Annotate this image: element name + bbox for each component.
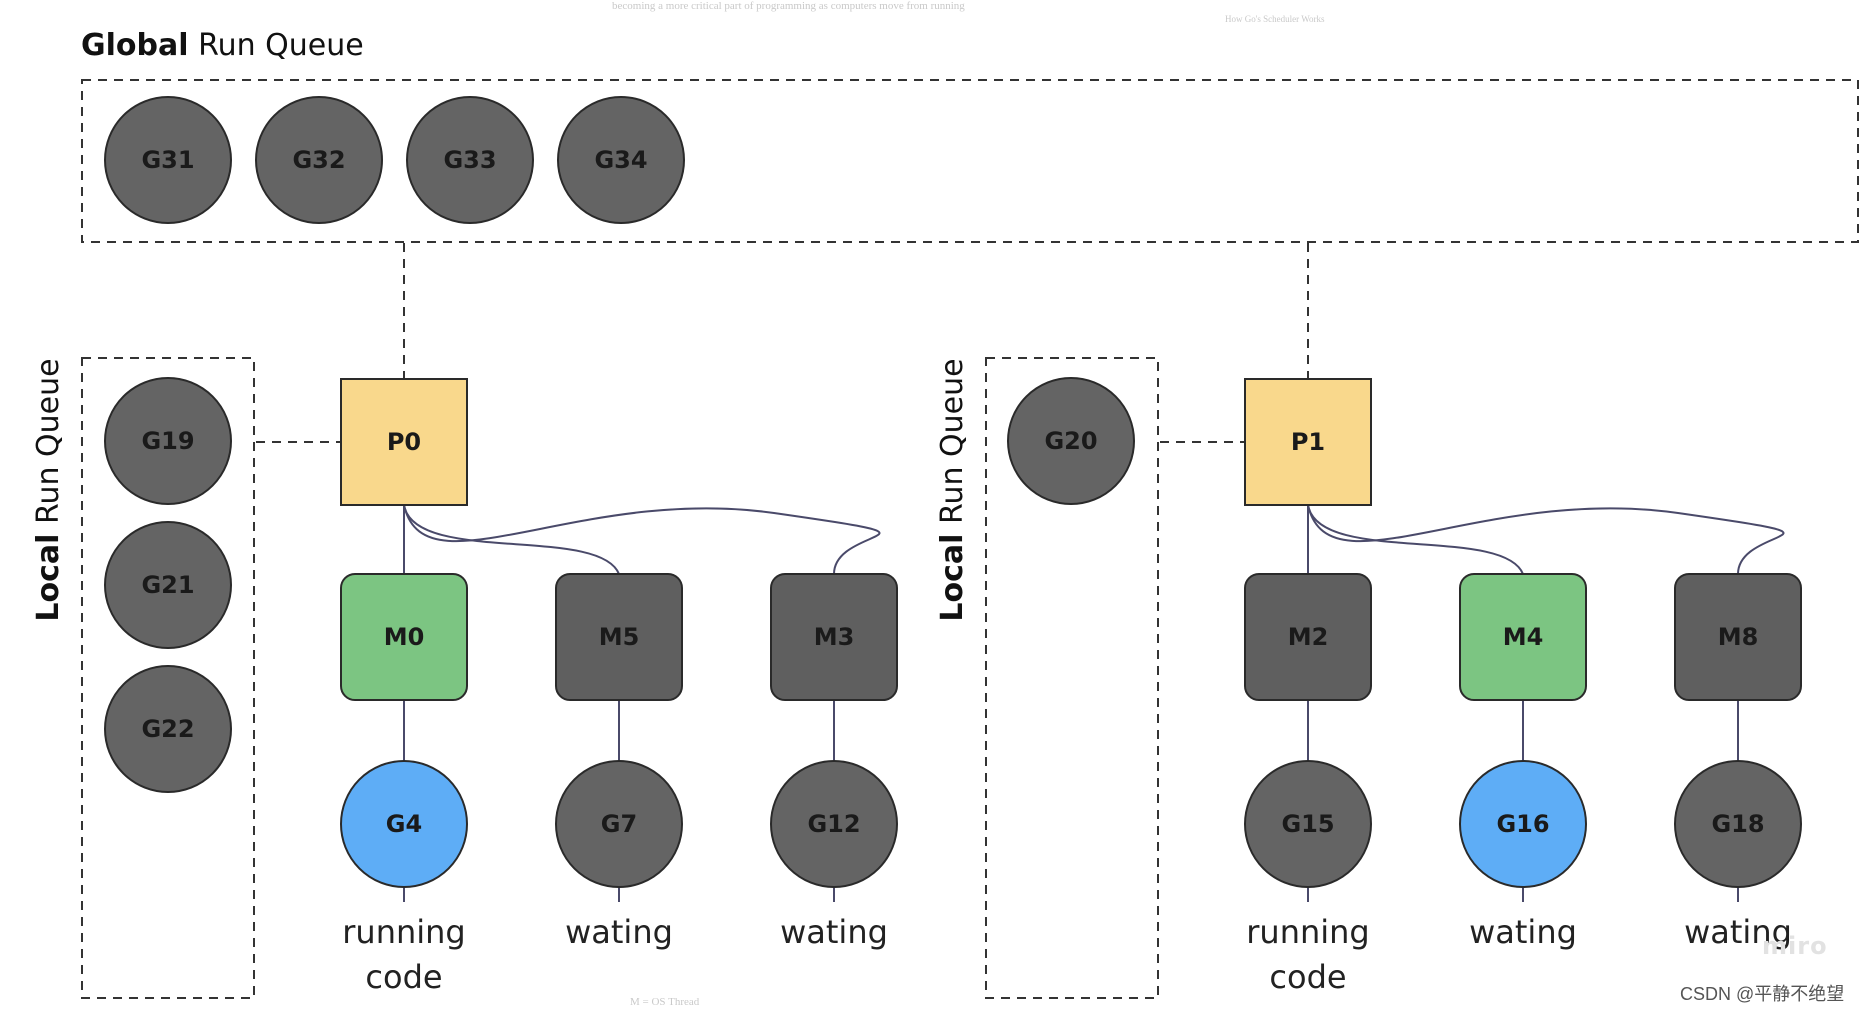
- thread-shape: [770, 573, 898, 701]
- thread-goroutine: G4: [340, 760, 468, 888]
- goroutine-status-label: code: [365, 958, 442, 996]
- thread-label: M0: [384, 623, 425, 651]
- goroutine-status-label: wating: [1684, 913, 1792, 951]
- global-queue-title-rest: Run Queue: [189, 28, 364, 63]
- processor-label: P1: [1291, 428, 1325, 456]
- thread-shape: [1674, 573, 1802, 701]
- processor-to-thread-link: [1307, 504, 1524, 575]
- goroutine-circle: [104, 377, 232, 505]
- thread-label: M3: [814, 623, 855, 651]
- goroutine-status-label: wating: [565, 913, 673, 951]
- goroutine-label: G12: [807, 810, 860, 838]
- local-goroutine: G20: [1007, 377, 1135, 505]
- goroutine-circle: [557, 96, 685, 224]
- processor: P0: [340, 378, 468, 506]
- local-goroutine: G22: [104, 665, 232, 793]
- goroutine-status-label: running: [1246, 913, 1369, 951]
- goroutine-label: G20: [1044, 427, 1097, 455]
- global-goroutine: G32: [255, 96, 383, 224]
- local-goroutine: G19: [104, 377, 232, 505]
- global-queue-title-bold: Global: [81, 28, 189, 63]
- local-queue-box: [81, 357, 255, 999]
- thread-goroutine: G12: [770, 760, 898, 888]
- processor: P1: [1244, 378, 1372, 506]
- goroutine-status-label: wating: [780, 913, 888, 951]
- goroutine-circle: [555, 760, 683, 888]
- local-queue-title-rest: Run Queue: [935, 358, 970, 533]
- goroutine-status-label: code: [1269, 958, 1346, 996]
- global-goroutine: G34: [557, 96, 685, 224]
- goroutine-circle: [104, 665, 232, 793]
- processor-shape: [1244, 378, 1372, 506]
- goroutine-label: G19: [141, 427, 194, 455]
- local-queue-title-bold: Local: [935, 534, 970, 622]
- goroutine-label: G4: [386, 810, 422, 838]
- processor-shape: [340, 378, 468, 506]
- goroutine-circle: [255, 96, 383, 224]
- goroutine-label: G32: [292, 146, 345, 174]
- goroutine-circle: [1244, 760, 1372, 888]
- goroutine-circle: [1674, 760, 1802, 888]
- thread: M4: [1459, 573, 1587, 701]
- goroutine-label: G33: [443, 146, 496, 174]
- goroutine-circle: [1459, 760, 1587, 888]
- processor-to-thread-link: [403, 504, 620, 575]
- thread: M0: [340, 573, 468, 701]
- global-goroutine: G33: [406, 96, 534, 224]
- miro-logo: miro: [1762, 932, 1828, 960]
- local-queue-title: Local Run Queue: [935, 358, 970, 621]
- thread-label: M4: [1503, 623, 1544, 651]
- goroutine-circle: [1007, 377, 1135, 505]
- thread: M8: [1674, 573, 1802, 701]
- global-goroutine: G31: [104, 96, 232, 224]
- thread-shape: [1244, 573, 1372, 701]
- thread-label: M5: [599, 623, 640, 651]
- thread-shape: [555, 573, 683, 701]
- thread: M3: [770, 573, 898, 701]
- goroutine-status-label: running: [342, 913, 465, 951]
- goroutine-status-label: wating: [1469, 913, 1577, 951]
- global-queue-title: Global Run Queue: [81, 28, 364, 63]
- goroutine-label: G7: [601, 810, 637, 838]
- processor-to-thread-link: [1307, 504, 1785, 575]
- background-text-top-right: How Go's Scheduler Works: [1225, 14, 1325, 24]
- background-text-bottom: M = OS Thread: [630, 996, 700, 1008]
- thread-goroutine: G15: [1244, 760, 1372, 888]
- thread-goroutine: G18: [1674, 760, 1802, 888]
- processor-label: P0: [387, 428, 421, 456]
- goroutine-circle: [104, 521, 232, 649]
- processor-to-thread-link: [403, 504, 881, 575]
- thread-label: M8: [1718, 623, 1759, 651]
- thread: M2: [1244, 573, 1372, 701]
- goroutine-label: G21: [141, 571, 194, 599]
- goroutine-label: G22: [141, 715, 194, 743]
- csdn-watermark: CSDN @平静不绝望: [1680, 984, 1845, 1004]
- goroutine-circle: [406, 96, 534, 224]
- thread-goroutine: G7: [555, 760, 683, 888]
- goroutine-label: G34: [594, 146, 647, 174]
- thread-shape: [340, 573, 468, 701]
- goroutine-circle: [770, 760, 898, 888]
- local-queue-title: Local Run Queue: [31, 358, 66, 621]
- background-text-top: becoming a more critical part of program…: [612, 0, 965, 12]
- goroutine-label: G15: [1281, 810, 1334, 838]
- local-queue-title-bold: Local: [31, 534, 66, 622]
- thread-goroutine: G16: [1459, 760, 1587, 888]
- goroutine-label: G18: [1711, 810, 1764, 838]
- thread-shape: [1459, 573, 1587, 701]
- thread: M5: [555, 573, 683, 701]
- thread-label: M2: [1288, 623, 1329, 651]
- local-queue-title-rest: Run Queue: [31, 358, 66, 533]
- local-goroutine: G21: [104, 521, 232, 649]
- global-queue-box: [81, 79, 1859, 243]
- goroutine-circle: [104, 96, 232, 224]
- goroutine-circle: [340, 760, 468, 888]
- goroutine-label: G16: [1496, 810, 1549, 838]
- goroutine-label: G31: [141, 146, 194, 174]
- local-queue-box: [985, 357, 1159, 999]
